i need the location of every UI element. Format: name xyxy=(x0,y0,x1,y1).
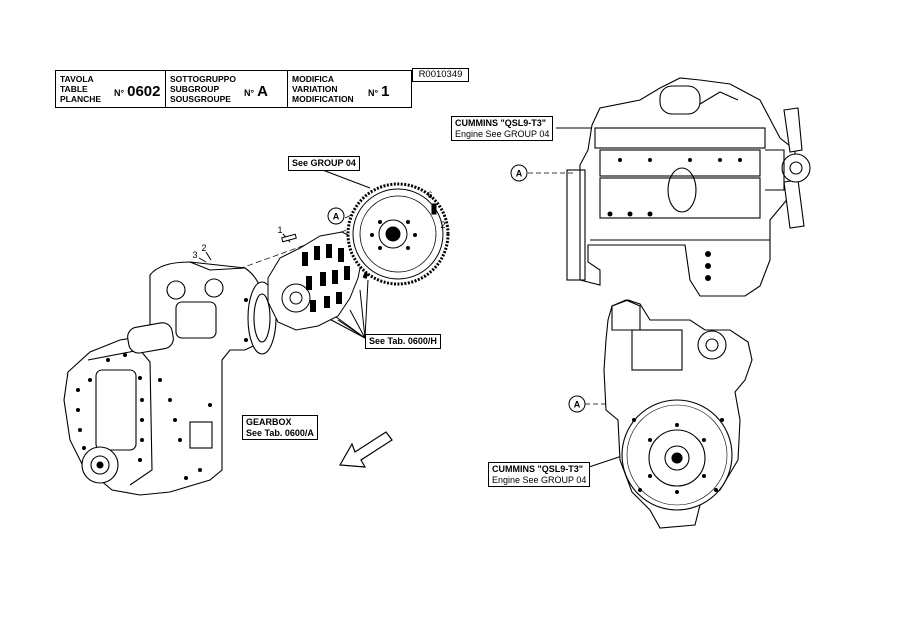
direction-arrow xyxy=(339,431,393,468)
view-a-label-3: A xyxy=(574,400,581,410)
reference-code: R0010349 xyxy=(412,68,469,82)
part-number-2-left: 2 xyxy=(201,243,206,253)
subgroup-labels: SOTTOGRUPPO SUBGROUP SOUSGROUPE xyxy=(170,74,236,104)
damper-plate-drawing xyxy=(267,231,373,331)
view-a-marker-3 xyxy=(568,395,586,413)
part-number-1: 1 xyxy=(277,225,282,235)
view-a-label-2: A xyxy=(516,169,523,179)
variation-number: N° 1 xyxy=(368,83,390,100)
engine-front-view-drawing xyxy=(603,299,753,529)
engine-front-callout: CUMMINS "QSL9-T3" Engine See GROUP 04 xyxy=(488,462,591,487)
see-group-04-callout: See GROUP 04 xyxy=(288,156,360,171)
table-labels: TAVOLA TABLE PLANCHE xyxy=(60,74,102,104)
table-cell: TAVOLA TABLE PLANCHE N° 0602 xyxy=(56,71,166,107)
part-number-3: 3 xyxy=(192,250,197,260)
see-tab-0600h-callout: See Tab. 0600/H xyxy=(365,334,441,349)
gearbox-callout: GEARBOX See Tab. 0600/A xyxy=(242,415,318,440)
subgroup-cell: SOTTOGRUPPO SUBGROUP SOUSGROUPE N° A xyxy=(166,71,288,107)
table-number: N° 0602 xyxy=(114,83,161,100)
title-block: TAVOLA TABLE PLANCHE N° 0602 SOTTOGRUPPO… xyxy=(55,70,412,108)
subgroup-number: N° A xyxy=(244,83,268,100)
variation-cell: MODIFICA VARIATION MODIFICATION N° 1 xyxy=(288,71,410,107)
part-number-2-right: 2 xyxy=(440,220,445,230)
gearbox-drawing xyxy=(63,261,277,496)
engine-side-view-drawing xyxy=(566,77,811,297)
view-a-markers xyxy=(327,164,586,413)
view-a-label-1: A xyxy=(333,212,340,222)
view-a-marker-2 xyxy=(510,164,528,182)
engine-side-callout: CUMMINS "QSL9-T3" Engine See GROUP 04 xyxy=(451,116,554,141)
view-a-marker-1 xyxy=(327,207,345,225)
flywheel-drawing xyxy=(346,182,450,286)
variation-labels: MODIFICA VARIATION MODIFICATION xyxy=(292,74,354,104)
part-number-6: 6 xyxy=(427,190,432,200)
